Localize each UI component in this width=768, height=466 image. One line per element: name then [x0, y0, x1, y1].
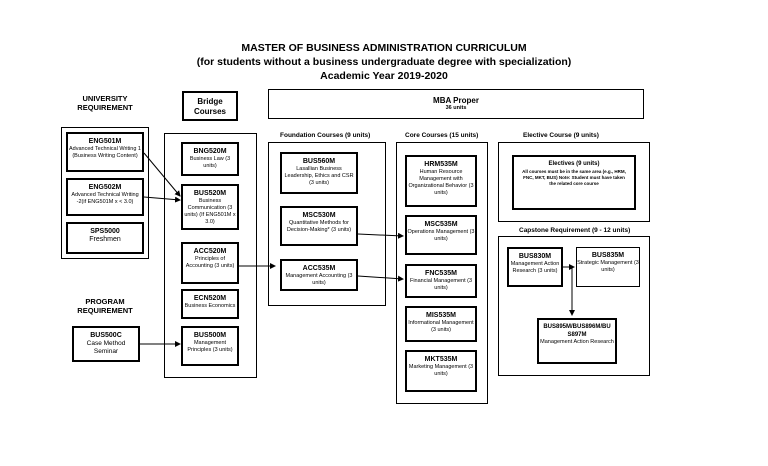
university-requirement-label: UNIVERSITY REQUIREMENT: [77, 94, 133, 112]
course-code: BUS830M: [518, 253, 552, 260]
title-line-1: MASTER OF BUSINESS ADMINISTRATION CURRIC…: [241, 42, 527, 54]
course-acc535m: ACC535M Management Accounting (3 units): [280, 259, 358, 291]
course-desc: Business Law (3 units): [189, 156, 231, 169]
course-bus835m: BUS835M Strategic Management (3 units): [576, 247, 640, 287]
course-desc: Management Principles (3 units): [187, 340, 233, 353]
course-code: SPS5000: [90, 228, 120, 235]
core-label: Core Courses (15 units): [405, 132, 479, 139]
capstone-label: Capstone Requirement (9 - 12 units): [519, 227, 631, 234]
elective-label: Elective Course (9 units): [523, 132, 599, 139]
course-code: BUS895M/BUS896M/BU S897M: [543, 324, 611, 338]
arrow-eng502m-bus520m: [143, 196, 181, 203]
course-code: BUS835M: [591, 252, 625, 259]
course-code: MSC530M: [302, 212, 336, 219]
title-line-2: (for students without a business undergr…: [196, 56, 572, 68]
course-bus895m: BUS895M/BUS896M/BU S897M Management Acti…: [537, 318, 617, 364]
course-desc: Operations Management (3 units): [407, 229, 475, 242]
course-bng520m: BNG520M Business Law (3 units): [181, 142, 239, 176]
course-code: BUS520M: [193, 190, 227, 197]
course-desc: Lasallian Business Leadership, Ethics an…: [284, 166, 354, 186]
course-eng502m: ENG502M Advanced Technical Writing -2(if…: [66, 178, 144, 216]
course-mis535m: MIS535M Informational Management (3 unit…: [405, 306, 477, 342]
course-code: MKT535M: [424, 356, 458, 363]
course-bus830m: BUS830M Management Action Research (3 un…: [507, 247, 563, 287]
course-code: MIS535M: [426, 312, 456, 319]
electives-title: Electives (9 units): [548, 161, 600, 167]
program-requirement-label: PROGRAM REQUIREMENT: [77, 297, 133, 315]
course-ecn520m: ECN520M Business Economics: [181, 289, 239, 319]
foundation-label: Foundation Courses (9 units): [280, 132, 371, 139]
course-mkt535m: MKT535M Marketing Management (3 units): [405, 350, 477, 392]
course-desc: Business Communication (3 units) (If ENG…: [184, 198, 236, 225]
course-acc520m: ACC520M Principles of Accounting (3 unit…: [181, 242, 239, 284]
bridge-courses-header: Bridge Courses: [182, 91, 238, 121]
arrow-msc530m-msc535m: [357, 232, 404, 239]
electives-desc: All courses must be in the same area (e.…: [522, 169, 626, 186]
course-desc: Case Method Seminar: [86, 340, 126, 355]
course-desc: Human Resource Management with Organizat…: [408, 169, 474, 196]
electives-box: Electives (9 units) All courses must be …: [512, 155, 636, 210]
course-desc: Principles of Accounting (3 units): [185, 256, 235, 269]
course-desc: Strategic Management (3 units): [577, 260, 639, 273]
course-code: FNC535M: [425, 270, 457, 277]
course-desc: Informational Management (3 units): [408, 320, 474, 333]
mba-proper-units: 36 units: [445, 105, 467, 111]
course-sps5000: SPS5000 Freshmen: [66, 222, 144, 254]
course-desc: Business Economics: [184, 303, 236, 309]
course-desc: Advanced Technical Writing -2(if ENG501M…: [71, 192, 139, 205]
mba-proper-label: MBA Proper: [433, 96, 479, 105]
course-code: ACC535M: [302, 265, 336, 272]
course-desc: Management Action Research (3 units): [510, 261, 560, 274]
course-bus500m: BUS500M Management Principles (3 units): [181, 326, 239, 366]
course-desc: Management Action Research: [540, 339, 614, 345]
course-desc: Advanced Technical Writing 1 (Business W…: [69, 146, 141, 159]
course-eng501m: ENG501M Advanced Technical Writing 1 (Bu…: [66, 132, 144, 172]
course-desc: Quantitative Methods for Decision-Making…: [286, 220, 352, 233]
course-code: ENG502M: [88, 184, 122, 191]
course-code: HRM535M: [424, 161, 458, 168]
course-msc530m: MSC530M Quantitative Methods for Decisio…: [280, 206, 358, 246]
course-code: BUS560M: [302, 158, 336, 165]
course-bus520m: BUS520M Business Communication (3 units)…: [181, 184, 239, 230]
course-fnc535m: FNC535M Financial Management (3 units): [405, 264, 477, 298]
course-code: BNG520M: [193, 148, 227, 155]
title-line-3: Academic Year 2019-2020: [320, 70, 448, 82]
course-code: ENG501M: [88, 138, 122, 145]
arrow-acc535m-fnc535m: [357, 275, 404, 282]
course-code: MSC535M: [424, 221, 458, 228]
course-hrm535m: HRM535M Human Resource Management with O…: [405, 155, 477, 207]
mba-proper-header: MBA Proper 36 units: [268, 89, 644, 119]
course-desc: Management Accounting (3 units): [285, 273, 353, 286]
course-desc: Financial Management (3 units): [409, 278, 473, 291]
course-code: ECN520M: [193, 295, 227, 302]
course-bus500c: BUS500C Case Method Seminar: [72, 326, 140, 362]
course-code: BUS500C: [90, 332, 122, 339]
course-desc: Freshmen: [89, 236, 121, 243]
course-bus560m: BUS560M Lasallian Business Leadership, E…: [280, 152, 358, 194]
arrow-eng501m-bus520m: [143, 152, 181, 197]
bridge-courses-label: Bridge Courses: [193, 97, 226, 116]
course-desc: Marketing Management (3 units): [408, 364, 474, 377]
course-code: BUS500M: [193, 332, 227, 339]
course-msc535m: MSC535M Operations Management (3 units): [405, 215, 477, 255]
course-code: ACC520M: [193, 248, 227, 255]
